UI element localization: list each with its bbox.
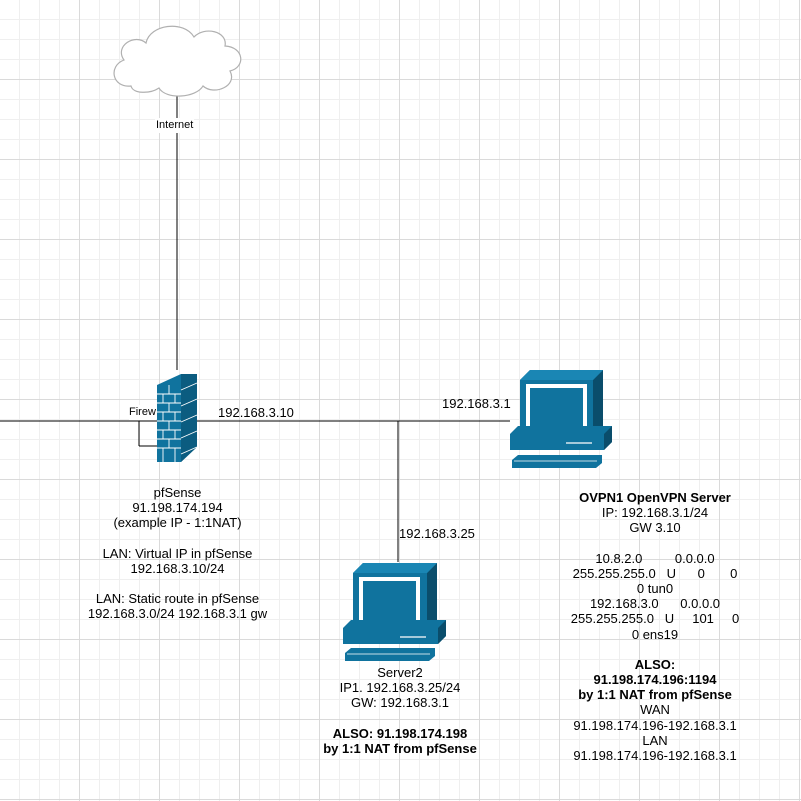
- pfsense-wan-ip: 91.198.174.194: [132, 500, 223, 516]
- fw-lan-ip-label: 192.168.3.10: [218, 405, 294, 420]
- server2-nat: by 1:1 NAT from pfSense: [323, 740, 477, 756]
- server2-also: ALSO: 91.198.174.198: [332, 725, 468, 741]
- ovpn-route-line: 10.8.2.0 0.0.0.0: [595, 550, 715, 566]
- ovpn-route-line: 192.168.3.0 0.0.0.0: [589, 596, 721, 612]
- internet-label: Internet: [155, 118, 195, 133]
- ovpn-ip: IP: 192.168.3.1/24: [601, 505, 709, 521]
- pfsense-lan-vip-title: LAN: Virtual IP in pfSense: [102, 545, 253, 561]
- ovpn-also: ALSO:: [634, 656, 676, 672]
- ovpn-lan-title: LAN: [642, 732, 668, 748]
- ovpn-lan-map: 91.198.174.196-192.168.3.1: [573, 748, 737, 764]
- firewall-clipped-label: Firew: [129, 405, 156, 420]
- ovpn-info: OVPN1 OpenVPN Server IP: 192.168.3.1/24 …: [540, 490, 770, 763]
- pfsense-title: pfSense: [153, 485, 202, 500]
- ovpn-also-ip: 91.198.174.196:1194: [593, 672, 717, 688]
- ovpn-nat: by 1:1 NAT from pfSense: [578, 687, 732, 703]
- ovpn-gw: GW 3.10: [629, 520, 681, 536]
- pfsense-lan-route-title: LAN: Static route in pfSense: [95, 591, 260, 607]
- server2-info: Server2 IP1. 192.168.3.25/24 GW: 192.168…: [290, 665, 510, 756]
- ovpn-route-line: 255.255.255.0 U 0 0: [572, 565, 738, 581]
- ovpn-title: OVPN1 OpenVPN Server: [579, 490, 731, 505]
- ovpn-route-line: 0 ens19: [631, 626, 679, 642]
- server2-lan-ip-label: 192.168.3.25: [399, 526, 475, 541]
- ovpn-lan-ip-label: 192.168.3.1: [442, 396, 511, 411]
- server2-name: Server2: [377, 665, 423, 680]
- server2-ip: IP1. 192.168.3.25/24: [339, 680, 461, 696]
- ovpn-route-line: 255.255.255.0 U 101 0: [570, 611, 740, 627]
- pfsense-info: pfSense 91.198.174.194 (example IP - 1:1…: [60, 485, 295, 621]
- ovpn-wan-map: 91.198.174.196-192.168.3.1: [573, 717, 737, 733]
- ovpn-wan-title: WAN: [640, 702, 670, 718]
- server2-pc: [343, 563, 446, 661]
- pfsense-note: (example IP - 1:1NAT): [113, 515, 242, 531]
- pfsense-lan-route: 192.168.3.0/24 192.168.3.1 gw: [87, 606, 268, 622]
- pfsense-lan-vip: 192.168.3.10/24: [130, 560, 225, 576]
- ovpn-server-pc: [510, 370, 612, 468]
- server2-gw: GW: 192.168.3.1: [350, 695, 450, 711]
- ovpn-route-line: 0 tun0: [636, 581, 674, 597]
